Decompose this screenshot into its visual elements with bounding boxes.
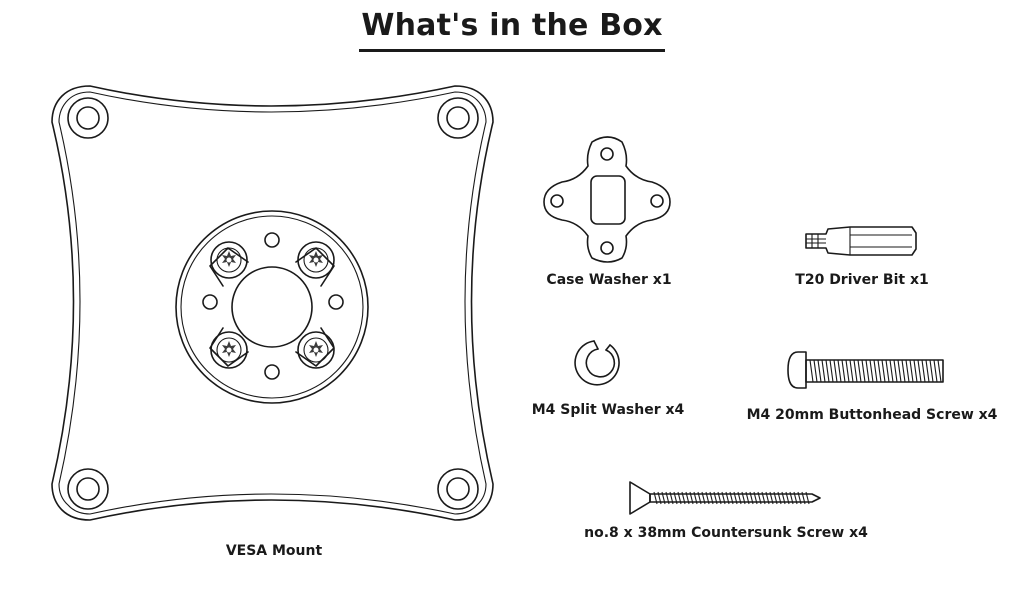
screw-thread-line [853,359,858,383]
screw-thread-line [725,491,730,505]
screw-thread-line [821,359,826,383]
screw-thread-line [841,359,846,383]
screw-thread-line [785,491,790,505]
screw-thread-line [809,359,814,383]
screw-thread-line [737,491,742,505]
countersunk-screw-illustration [629,481,821,515]
case-washer-label: Case Washer x1 [546,272,672,288]
split-washer-illustration [574,340,620,386]
screw-thread-line [857,359,862,383]
screw-thread-line [889,359,894,383]
screw-thread-line [693,491,698,505]
screw-thread-line [665,491,670,505]
screw-thread-line [697,491,702,505]
screw-thread-line [741,491,746,505]
screw-thread-line [937,359,942,383]
screw-thread-line [881,359,886,383]
screw-thread-line [685,491,690,505]
screw-thread-line [873,359,878,383]
screw-thread-line [905,359,910,383]
screw-thread-line [833,359,838,383]
page-title-wrap: What's in the Box [0,8,1024,52]
buttonhead-screw-label: M4 20mm Buttonhead Screw x4 [746,407,998,423]
screw-thread-line [757,491,762,505]
screw-thread-line [673,491,678,505]
screw-thread-line [861,359,866,383]
screw-thread-line [933,359,938,383]
screw-thread-line [653,491,658,505]
screw-thread-line [793,491,798,505]
driver-bit-illustration [805,226,917,256]
screw-thread-line [769,491,774,505]
screw-thread-line [869,359,874,383]
vesa-mount: VESA Mount [51,85,494,559]
screw-thread-line [837,359,842,383]
screw-thread-line [705,491,710,505]
driver-bit-label: T20 Driver Bit x1 [795,272,929,288]
screw-thread-line [717,491,722,505]
screw-thread-line [925,359,930,383]
countersunk-screw-label: no.8 x 38mm Countersunk Screw x4 [584,525,868,541]
screw-thread-line [917,359,922,383]
screw-thread-line [677,491,682,505]
hub-screws [210,241,335,369]
screw-thread-line [913,359,918,383]
screw-thread-line [777,491,782,505]
vesa-mount-illustration [51,85,494,521]
screw-thread-line [921,359,926,383]
screw-thread-line [669,491,674,505]
screw-thread-line [909,359,914,383]
screw-thread-line [789,491,794,505]
screw-thread-line [893,359,898,383]
screw-thread-line [761,491,766,505]
driver-bit: T20 Driver Bit x1 [790,215,940,305]
split-washer-label: M4 Split Washer x4 [531,402,685,418]
screw-thread-line [801,491,806,505]
screw-thread-line [721,491,726,505]
screw-thread-line [829,359,834,383]
screw-thread-line [781,491,786,505]
screw-thread-line [817,359,822,383]
screw-thread-line [901,359,906,383]
case-washer: Case Washer x1 [530,130,690,300]
screw-thread-line [753,491,758,505]
screw-thread-line [813,359,818,383]
screw-thread-line [661,491,666,505]
screw-thread-line [805,491,810,505]
case-washer-illustration [543,136,671,263]
countersunk-screw: no.8 x 38mm Countersunk Screw x4 [580,470,900,550]
screw-thread-line [885,359,890,383]
screw-thread-line [749,491,754,505]
screw-thread-line [897,359,902,383]
buttonhead-screw: M4 20mm Buttonhead Screw x4 [746,340,1010,430]
screw-thread-line [657,491,662,505]
corner-holes [67,97,479,510]
screw-thread-line [865,359,870,383]
screw-thread-line [713,491,718,505]
screw-thread-line [733,491,738,505]
screw-thread-line [701,491,706,505]
screw-thread-line [681,491,686,505]
screw-thread-line [709,491,714,505]
screw-thread-line [797,491,802,505]
screw-thread-line [849,359,854,383]
screw-thread-line [689,491,694,505]
screw-thread-line [929,359,934,383]
vesa-mount-label: VESA Mount [225,543,323,559]
screw-thread-line [877,359,882,383]
screw-thread-line [845,359,850,383]
screw-thread-line [745,491,750,505]
screw-thread-line [765,491,770,505]
screw-thread-line [825,359,830,383]
page-title: What's in the Box [359,8,665,52]
screw-thread-line [773,491,778,505]
screw-thread-line [729,491,734,505]
split-washer: M4 Split Washer x4 [530,335,690,425]
buttonhead-screw-illustration [787,351,944,389]
